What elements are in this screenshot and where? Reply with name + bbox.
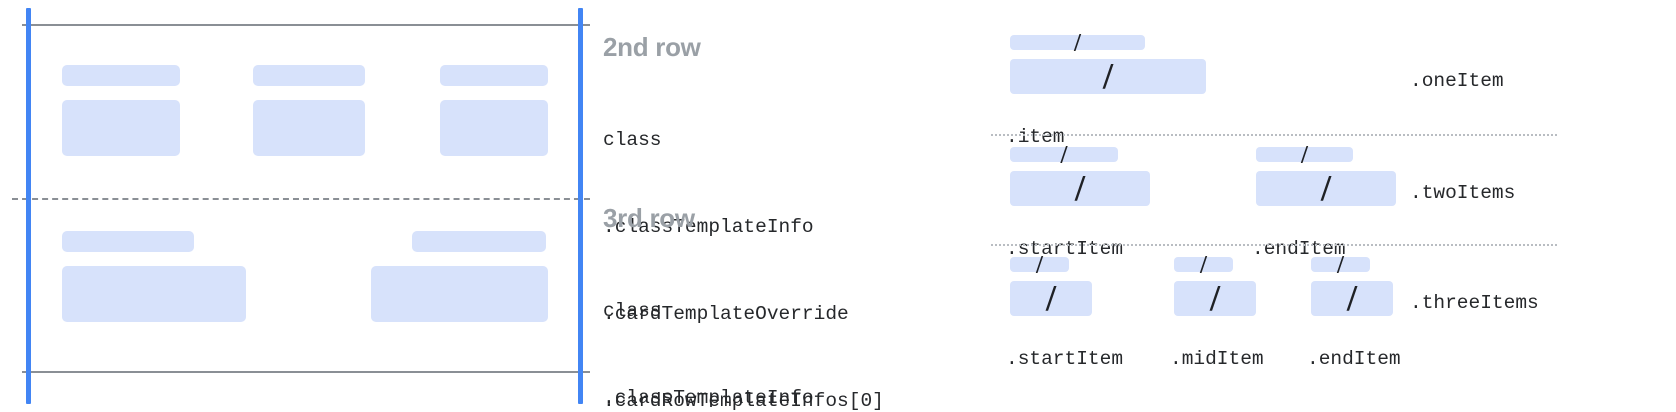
slash-icon: / [1200,251,1207,278]
variant-row-separator [991,244,1557,246]
slash-icon: / [1074,168,1086,209]
annotation-title: 2nd row [603,32,701,62]
annotation-line: .classTemplateInfo [603,216,814,238]
annotation-line: .classTemplateInfo [603,387,814,409]
slash-icon: / [1320,168,1332,209]
slash-icon: / [1209,278,1221,319]
variant-slot-end-item: / / .endItem [1252,142,1396,260]
slash-icon: / [1346,278,1358,319]
mock-label-placeholder [412,231,546,252]
variant-slot-end-item: / / .endItem [1307,252,1401,370]
slot-value-placeholder: / [1010,278,1092,319]
variant-slot-item: / / .item [1006,30,1206,148]
slot-name-label: .startItem [1006,348,1124,370]
variant-row-name: .threeItems [1410,292,1539,314]
mock-label-placeholder [62,231,194,252]
slot-name-label: .endItem [1307,348,1401,370]
mock-value-placeholder [371,266,548,322]
annotation-block-3rd-row: 3rd row class .classTemplateInfo .cardTe… [603,203,884,412]
mock-label-placeholder [253,65,365,86]
slot-value-placeholder: / [1010,168,1150,209]
slot-name-label: .endItem [1252,238,1346,260]
slash-icon: / [1045,278,1057,319]
mock-value-placeholder [253,100,365,156]
slot-label-placeholder: / [1010,142,1118,167]
variant-slot-start-item: / / .startItem [1006,252,1123,370]
annotation-line: .cardTemplateOverride [603,303,849,325]
slot-label-placeholder: / [1256,142,1353,167]
slot-name-label: .midItem [1170,348,1264,370]
variant-slot-start-item: / / .startItem [1006,142,1150,260]
variant-row-separator [991,134,1557,136]
slot-value-placeholder: / [1256,168,1396,209]
variant-slot-mid-item: / / .midItem [1170,252,1264,370]
mock-label-placeholder [62,65,180,86]
annotation-line: .cardRowTemplateInfos[0] [603,390,884,412]
card-template-mock [0,0,595,412]
card-row-divider [12,198,590,200]
slot-label-placeholder: / [1010,252,1069,277]
slot-value-placeholder: / [1174,278,1256,319]
slash-icon: / [1036,251,1043,278]
card-top-border [22,24,590,26]
slot-value-placeholder: / [1311,278,1393,319]
slash-icon: / [1337,251,1344,278]
slot-label-placeholder: / [1010,30,1145,55]
mock-value-placeholder [62,100,180,156]
row-variants-column: / / .item .oneItem / / .startItem [963,0,1676,412]
guide-line-left [26,8,31,404]
slot-name-label: .item [1006,126,1065,148]
slash-icon: / [1074,29,1081,56]
slot-value-placeholder: / [1010,56,1206,97]
slot-label-placeholder: / [1311,252,1370,277]
slot-name-label: .startItem [1006,238,1124,260]
slot-label-placeholder: / [1174,252,1233,277]
annotation-block-2nd-row: 2nd row class .classTemplateInfo .cardTe… [603,32,884,412]
variant-row-name: .twoItems [1410,182,1516,204]
annotation-line: class [603,300,662,322]
card-bottom-border [22,371,590,373]
variant-row-name: .oneItem [1410,70,1504,92]
mock-label-placeholder [440,65,548,86]
slash-icon: / [1060,141,1068,168]
slash-icon: / [1301,141,1308,168]
guide-line-right [578,8,583,404]
annotation-line: class [603,129,662,151]
annotation-title: 3rd row [603,203,695,233]
slash-icon: / [1102,56,1114,97]
mock-value-placeholder [440,100,548,156]
mock-value-placeholder [62,266,246,322]
annotation-text-column: 2nd row class .classTemplateInfo .cardTe… [603,0,963,412]
